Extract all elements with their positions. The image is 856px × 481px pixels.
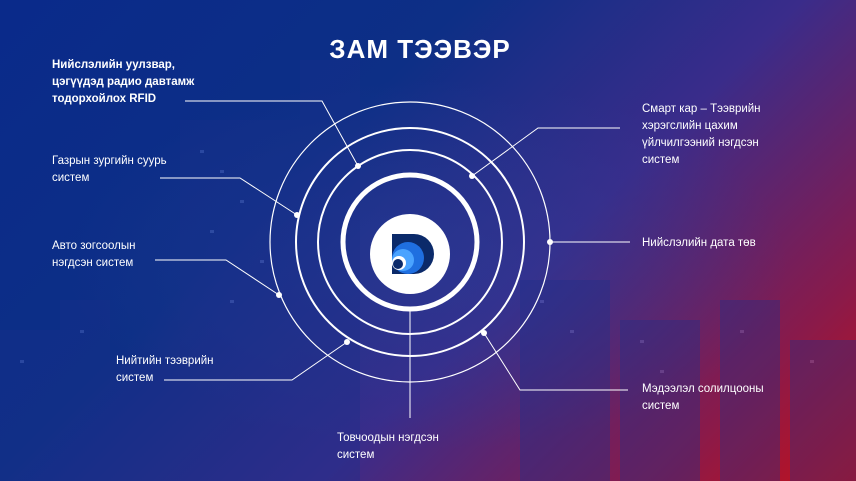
connector-rfid — [185, 100, 359, 167]
logo-icon-graphic — [392, 234, 434, 274]
label-public-line2: систем — [116, 372, 154, 384]
label-smartcard-line1: Смарт кар – Тээврийн — [642, 103, 761, 115]
label-info-line1: Мэдээлэл солилцооны — [642, 383, 764, 395]
label-parking: Авто зогсоолын нэгдсэн систем — [52, 238, 135, 272]
label-info-exchange: Мэдээлэл солилцооны систем — [642, 381, 764, 415]
label-smartcard-line4: систем — [642, 154, 680, 166]
label-dispatch-line1: Товчоодын нэгдсэн — [337, 432, 439, 444]
connector-info — [483, 332, 628, 391]
label-data-center: Нийслэлийн дата төв — [642, 235, 756, 252]
label-gis-line2: систем — [52, 172, 90, 184]
label-parking-line1: Авто зогсоолын — [52, 240, 136, 252]
label-rfid: Нийслэлийн уулзвар, цэгүүдэд радио давта… — [52, 57, 194, 108]
label-rfid-line1: Нийслэлийн уулзвар, — [52, 59, 175, 71]
connector-public — [164, 341, 348, 381]
connector-parking — [155, 259, 280, 296]
label-info-line2: систем — [642, 400, 680, 412]
label-gis-line1: Газрын зургийн суурь — [52, 155, 167, 167]
connector-smartcard — [471, 127, 620, 177]
label-smartcard-line2: хэрэгслийн цахим — [642, 120, 738, 132]
label-rfid-line2: цэгүүдэд радио давтамж — [52, 76, 195, 88]
label-public-line1: Нийтийн тээврийн — [116, 355, 214, 367]
label-public-transport: Нийтийн тээврийн систем — [116, 353, 214, 387]
label-rfid-line3: тодорхойлох RFID — [52, 93, 157, 105]
label-dispatch: Товчоодын нэгдсэн систем — [337, 430, 439, 464]
core-ring — [340, 172, 480, 312]
label-parking-line2: нэгдсэн систем — [52, 257, 134, 269]
label-datacenter-line1: Нийслэлийн дата төв — [642, 237, 756, 249]
page-title: ЗАМ ТЭЭВЭР — [329, 34, 511, 64]
label-smart-card: Смарт кар – Тээврийн хэрэгслийн цахим үй… — [642, 101, 761, 169]
label-gis: Газрын зургийн суурь систем — [52, 153, 167, 187]
logo-icon — [370, 214, 450, 294]
label-smartcard-line3: үйлчилгээний нэгдсэн — [642, 137, 759, 149]
connector-gis — [160, 177, 298, 216]
label-dispatch-line2: систем — [337, 449, 375, 461]
